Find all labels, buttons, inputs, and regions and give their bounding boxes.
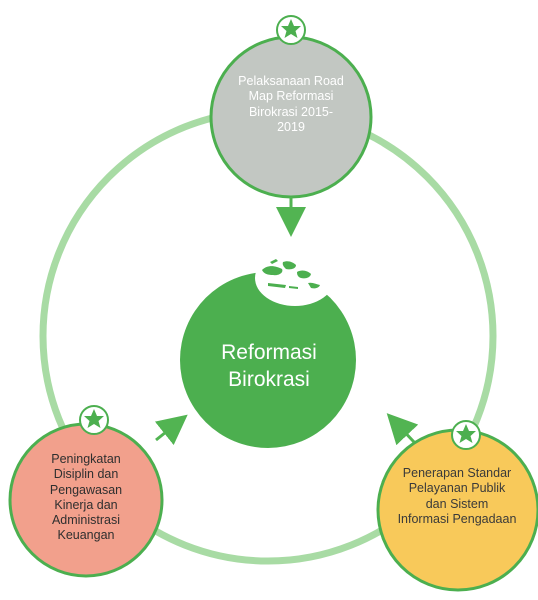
node-left-line: Keuangan <box>57 528 115 543</box>
node-left-line: Administrasi <box>51 513 121 527</box>
arrow-left-to-center <box>154 414 188 446</box>
node-right-line: Penerapan Standar <box>402 466 512 480</box>
node-left-line: Disiplin dan <box>53 467 119 482</box>
node-top-line: Map Reformasi <box>248 89 334 104</box>
indonesia-map-icon <box>262 259 320 289</box>
node-right-line: dan Sistem <box>425 496 489 511</box>
node-top-line: 2019 <box>277 119 305 134</box>
center-label-line: Birokrasi <box>228 367 310 391</box>
star-badge-icon-right <box>451 420 481 450</box>
node-right-line: Informasi Pengadaan <box>397 511 517 526</box>
arrow-right-to-center <box>386 413 419 446</box>
star-badge-icon-left <box>79 405 109 435</box>
center-node <box>180 272 356 448</box>
node-left-line: Pengawasan <box>49 482 123 497</box>
node-left-line: Peningkatan <box>51 452 121 466</box>
center-emblem-backdrop <box>255 250 335 306</box>
node-left-line: Kinerja dan <box>54 497 118 512</box>
node-right-line: Pelayanan Publik <box>408 481 506 496</box>
center-label-line: Reformasi <box>221 341 317 364</box>
node-top-line: Birokrasi 2015- <box>248 104 334 119</box>
node-left-label: Peningkatan Disiplin dan Pengawasan Kine… <box>24 452 148 544</box>
node-right-label: Penerapan Standar Pelayanan Publik dan S… <box>384 466 530 527</box>
node-top-line: Pelaksanaan Road <box>238 74 344 88</box>
center-label: Reformasi Birokrasi <box>199 340 339 394</box>
star-badge-icon-top <box>276 15 306 45</box>
node-top-label: Pelaksanaan Road Map Reformasi Birokrasi… <box>226 74 356 135</box>
